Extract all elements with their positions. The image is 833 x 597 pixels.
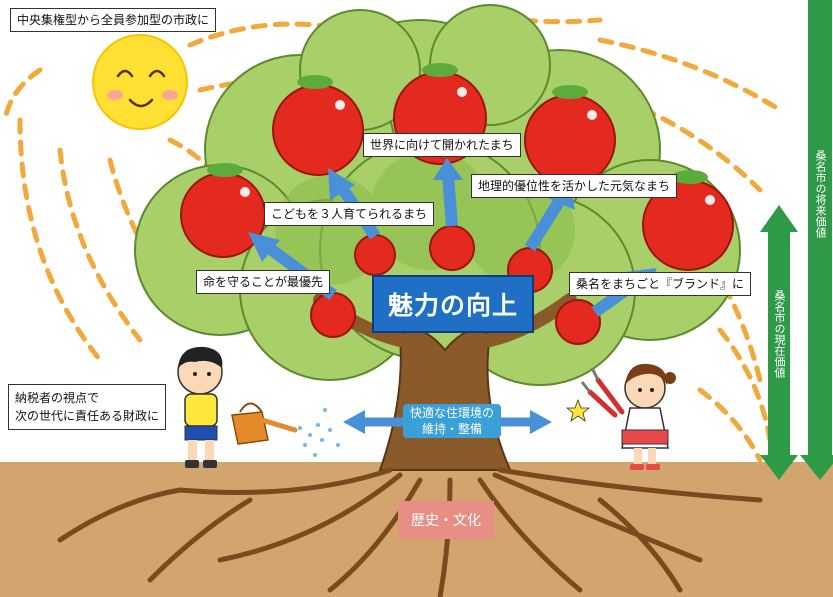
- taxpayer-note-line1: 納税者の視点で: [15, 391, 100, 405]
- current-value-arrow: [760, 205, 798, 480]
- apple: [642, 170, 734, 271]
- girl-pruning: [565, 363, 676, 470]
- future-value-arrow: [800, 0, 833, 480]
- roots-label: 歴史・文化: [398, 501, 494, 539]
- fruit-label-child-raising: こどもを３人育てられるまち: [264, 202, 435, 227]
- current-value-label: 桑名市の現在価値: [773, 290, 786, 378]
- taxpayer-note: 納税者の視点で 次の世代に責任ある財政に: [8, 384, 167, 430]
- fruit-label-open-city: 世界に向けて開かれたまち: [363, 133, 521, 158]
- apple: [180, 163, 266, 258]
- sun: [92, 34, 188, 130]
- fruit-label-geographic-advantage: 地理的優位性を活かした元気なまち: [471, 174, 678, 199]
- apple: [272, 75, 364, 176]
- apple: [524, 85, 616, 186]
- future-value-label: 桑名市の将来価値: [814, 150, 827, 238]
- boy-watering: [177, 346, 340, 468]
- small-apple: [555, 299, 601, 345]
- apples: [180, 63, 734, 345]
- roots: [57, 467, 763, 597]
- trunk-label-line2: 維持・整備: [421, 422, 482, 436]
- central-goal: 魅力の向上: [372, 275, 534, 333]
- fruit-label-life-safety: 命を守ることが最優先: [196, 270, 331, 295]
- fruit-label-branding: 桑名をまちごと『ブランド』に: [569, 272, 752, 297]
- small-apple: [354, 234, 396, 276]
- trunk-label: 快適な住環境の 維持・整備: [403, 404, 501, 438]
- taxpayer-note-line2: 次の世代に責任ある財政に: [15, 409, 160, 423]
- trunk-label-line1: 快適な住環境の: [409, 406, 494, 420]
- small-apple: [429, 225, 475, 271]
- policy-title: 中央集権型から全員参加型の市政に: [10, 8, 217, 33]
- small-apple: [310, 292, 356, 338]
